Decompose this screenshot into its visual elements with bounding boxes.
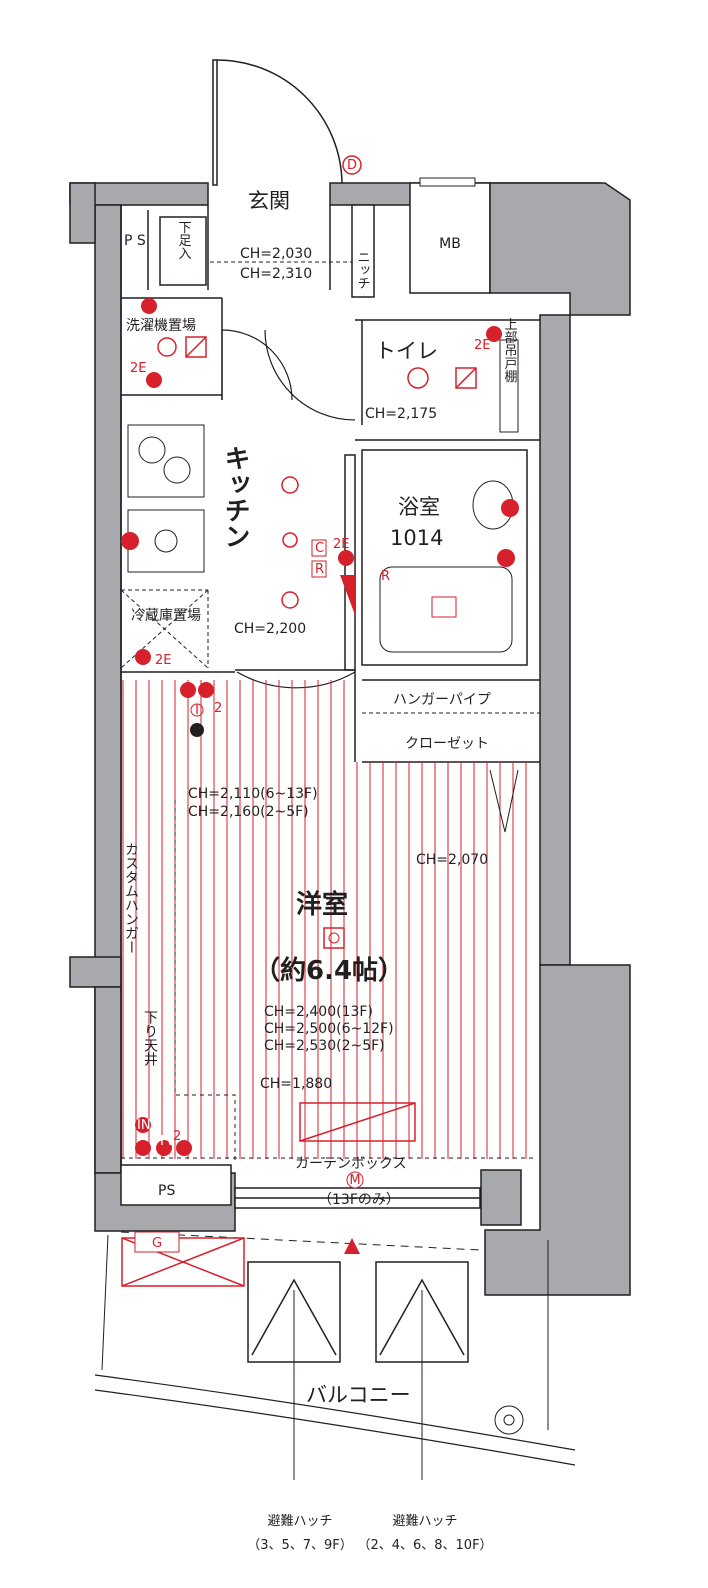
ch-room-b1: CH=2,400(13F) (264, 1004, 373, 1020)
svg-text:キッチン: キッチン (220, 445, 250, 549)
toilet-room: トイレ 上部吊戸棚 2E CH=2,175 (365, 318, 519, 433)
svg-text:2E: 2E (155, 653, 172, 668)
custom-hanger-label: カスタムハンガー (123, 842, 139, 954)
svg-text:2: 2 (173, 1129, 181, 1144)
ch-entrance-1: CH=2,030 (240, 246, 312, 262)
curtain-note: （13Fのみ） (318, 1192, 400, 1208)
lowered-ceiling-outline (174, 800, 236, 1160)
svg-text:R: R (381, 569, 390, 584)
svg-text:1014: 1014 (390, 526, 443, 550)
ch-entrance-2: CH=2,310 (240, 266, 312, 282)
ch-room-a2: CH=2,160(2~5F) (188, 804, 309, 820)
svg-text:IN: IN (137, 1118, 151, 1133)
door-detector-symbol: D (342, 155, 362, 175)
svg-text:2E: 2E (333, 537, 350, 552)
svg-text:I: I (195, 703, 199, 718)
ps-top-label: P S (124, 233, 146, 249)
ch-closet: CH=2,070 (416, 852, 488, 868)
svg-text:G: G (152, 1236, 162, 1251)
svg-text:M: M (349, 1173, 360, 1188)
bathroom: 浴室 1014 R (379, 480, 519, 653)
western-room: I 2 CH=2,110(6~13F) CH=2,160(2~5F) カスタムハ… (123, 682, 416, 1208)
hatch-right-floors: （2、4、6、8、10F） (357, 1538, 492, 1553)
hatch-right-label: 避難ハッチ (392, 1514, 457, 1529)
svg-text:バルコニー: バルコニー (306, 1383, 411, 1407)
laundry-area: 洗濯機置場 2E (126, 298, 207, 388)
western-room-flooring-lower (121, 762, 536, 1159)
ch-room-a1: CH=2,110(6~13F) (188, 786, 318, 802)
svg-text:クローゼット: クローゼット (405, 736, 489, 752)
lowered-ceiling-label: 下り天井 (142, 1010, 158, 1067)
svg-text:洗濯機置場: 洗濯機置場 (126, 318, 196, 334)
svg-text:2: 2 (214, 701, 222, 716)
svg-text:2E: 2E (130, 361, 147, 376)
ch-kitchen: CH=2,200 (234, 621, 306, 637)
svg-text:R: R (315, 562, 324, 577)
svg-text:洋室: 洋室 (296, 889, 348, 920)
ch-lowered: CH=1,880 (260, 1076, 332, 1092)
svg-text:浴室: 浴室 (398, 495, 440, 519)
fridge-label: 冷蔵庫置場 (131, 607, 201, 624)
svg-text:D: D (347, 158, 357, 173)
svg-text:C: C (315, 541, 324, 556)
entrance-door (212, 59, 343, 186)
svg-text:トイレ: トイレ (375, 339, 438, 363)
shoe-box-label: 下足入 (176, 221, 192, 260)
niche-label: ニッチ (355, 251, 370, 290)
upper-cabinet-label: 上部吊戸棚 (502, 318, 518, 383)
top-window (419, 177, 476, 187)
entrance-label: 玄関 (248, 189, 290, 213)
ch-toilet: CH=2,175 (365, 406, 437, 422)
svg-text:（約6.4帖）: （約6.4帖） (254, 955, 404, 986)
ch-room-b2: CH=2,500(6~12F) (264, 1021, 394, 1037)
svg-text:TV: TV (157, 1134, 175, 1149)
curtain-box-label: カーテンボックス (295, 1156, 407, 1172)
ch-room-b3: CH=2,530(2~5F) (264, 1038, 385, 1054)
closet-area: ハンガーパイプ クローゼット CH=2,070 (362, 692, 540, 868)
svg-text:2E: 2E (474, 338, 491, 353)
hatch-left-label: 避難ハッチ (267, 1514, 332, 1529)
ps-bottom-label: PS (158, 1183, 175, 1199)
hatch-left-floors: （3、5、7、9F） (247, 1538, 353, 1553)
mb-label: MB (439, 236, 461, 252)
svg-text:ハンガーパイプ: ハンガーパイプ (393, 692, 491, 708)
kitchen-area: キッチン C R 2E CH=2,200 冷蔵庫置場 2E (120, 424, 355, 669)
balcony: G バルコニー 避難ハッチ （3、5、7、9F） 避難ハッチ （2、4、6、8、… (94, 1231, 576, 1553)
